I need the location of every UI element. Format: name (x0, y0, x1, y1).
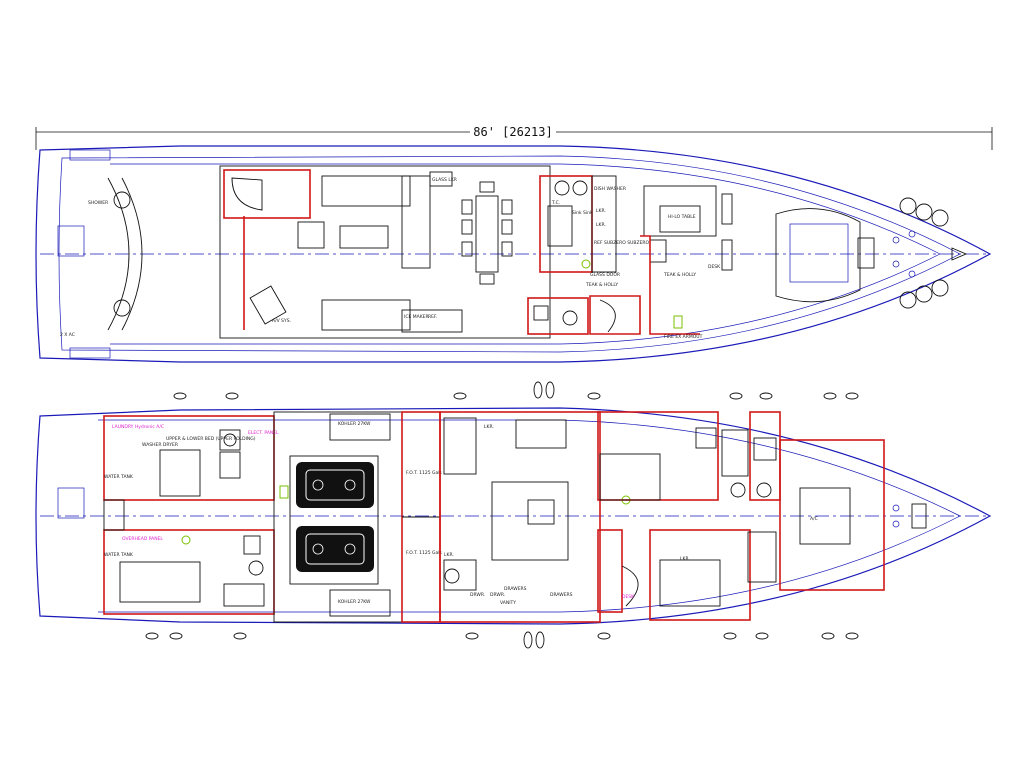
tc-label: T.C. (551, 200, 560, 206)
upper-lower-bed-label: UPPER & LOWER BED (UPPER FOLDING) (166, 436, 256, 442)
pilothouse-wall (640, 235, 700, 335)
aft-settee (107, 177, 130, 331)
portholes (145, 381, 859, 649)
forward-stair (589, 295, 641, 335)
kohler-bottom-label: KOHLER 27KW (338, 599, 371, 605)
bath-panel-label: ELECT. PANEL (248, 430, 279, 436)
hi-lo-table-label: HI-LO TABLE (668, 214, 696, 220)
lkr1-label: LKR. (596, 208, 606, 214)
drawers-label: DRAWERS (504, 586, 527, 592)
salon-chair (297, 221, 325, 249)
foredeck-sunpads (899, 197, 949, 309)
master-bed (491, 481, 569, 561)
drwr2-label: DRWR. (490, 592, 505, 598)
salon-sofa-bottom (321, 299, 411, 331)
salon-sofa-top (321, 175, 411, 207)
vip-cabin-bottom (649, 529, 751, 621)
vip-cabin-top (597, 411, 719, 501)
showers-label: SHOWER (88, 200, 108, 206)
galley-cabinets (591, 175, 617, 273)
aft-stair-zone (223, 169, 311, 219)
generator-top (329, 413, 391, 441)
ice-maker-label: ICE MAKER (404, 314, 429, 320)
ref-label: REF. (428, 314, 437, 320)
engine-bottom (296, 526, 374, 572)
helm-seat (649, 239, 667, 263)
drwr1-label: DRWR. (470, 592, 485, 598)
overall-length-label: 86' [26213] (473, 125, 552, 139)
glass-door-label: GLASS DOOR (590, 272, 620, 278)
washer-label: WASHER DRYER (142, 442, 178, 448)
teak-holly-label-1: TEAK & HOLLY (585, 282, 618, 288)
laundry-label: LAUNDRY Hydronic A/C (112, 424, 164, 430)
generator-bottom (329, 589, 391, 617)
salon-coffee-table (339, 225, 389, 249)
fot-top-label: F.O.T. 1125 Gals (406, 470, 443, 476)
foredeck-hatch (775, 208, 861, 303)
rear-hatch-label: FIRE EX ARMOUT (664, 334, 703, 340)
helm-console (643, 185, 717, 237)
salon-area (219, 165, 551, 339)
teak-holly-label-2: TEAK & HOLLY (663, 272, 696, 278)
kohler-top-label: KOHLER 27KW (338, 421, 371, 427)
lkr-c-label: LKR. (680, 556, 690, 562)
engine-room (273, 411, 403, 623)
ac-label: 2 X AC (60, 332, 75, 338)
lower-stair (597, 529, 623, 613)
main-deck-hull (35, 145, 992, 363)
lower-deck-hull (35, 407, 992, 625)
forward-cabin (779, 439, 885, 591)
fot-bottom-label: F.O.T. 1125 Gals (406, 550, 443, 556)
bow-anchor (951, 247, 968, 261)
dish-washer-label: DISH WASHER (594, 186, 626, 192)
desk-lower-label: DESK (622, 594, 635, 600)
lkr-b-label: LKR. (444, 552, 454, 558)
overhead-label: OVERHEAD PANEL (122, 536, 163, 542)
desk-label: DESK (708, 264, 721, 270)
master-stateroom (439, 411, 601, 623)
ref-freezer-label: REF SUBZERO SUBZERO (594, 240, 650, 246)
lkr2-label: LKR. (596, 222, 606, 228)
drawers2-label: DRAWERS (550, 592, 573, 598)
hi-lo-table (659, 205, 701, 233)
glass-lkr-label: GLASS LKR (432, 177, 457, 183)
overall-dimension: 86' [26213] (35, 123, 993, 150)
dining-chairs (461, 181, 513, 285)
main-deck-plan: SHOWER 2 X AC A/V SYS. GLASS LKR ICE MAK… (35, 145, 992, 363)
ac-unit-label: A/C (810, 516, 818, 522)
water-tank-bottom-label: WATER TANK (104, 552, 134, 558)
lower-deck-plan: LAUNDRY Hydronic A/C UPPER & LOWER BED (… (35, 381, 992, 649)
lkr-a-label: LKR. (484, 424, 494, 430)
sink-label: Sink Sink (572, 210, 593, 216)
engine-top (296, 462, 374, 508)
water-tank-top-label: WATER TANK (104, 474, 134, 480)
av-sys-label: A/V SYS. (272, 318, 291, 324)
dining-table (475, 195, 499, 273)
vanity-label: VANITY (500, 600, 516, 606)
day-head (527, 297, 589, 335)
